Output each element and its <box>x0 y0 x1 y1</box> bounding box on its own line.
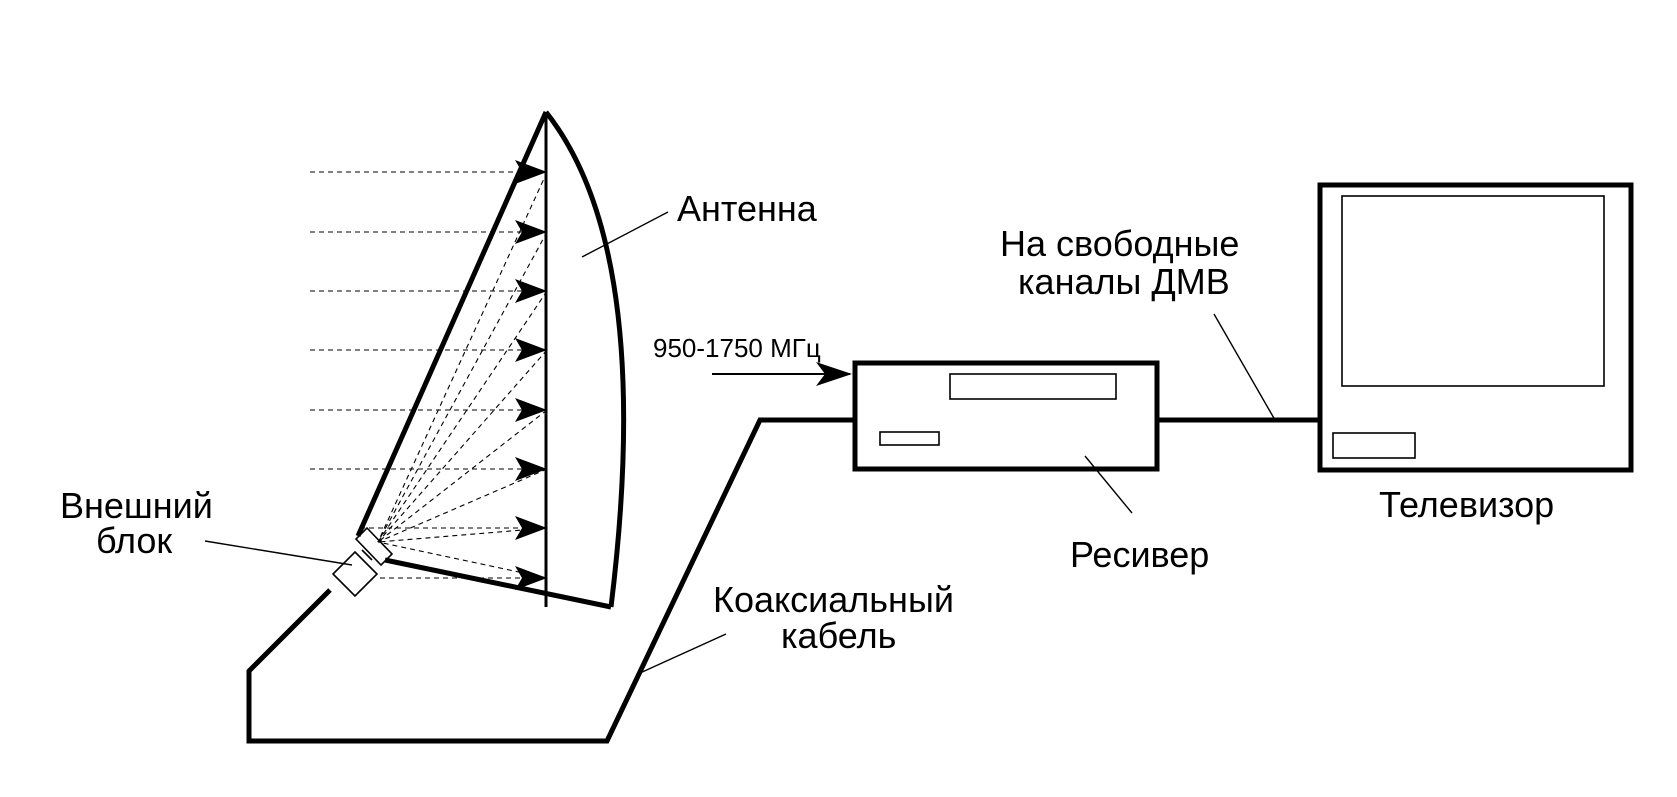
antenna-leader <box>581 211 669 258</box>
receiver-slot <box>879 431 940 446</box>
tv-screen <box>1341 195 1605 387</box>
ray-arrowhead <box>515 338 547 362</box>
ray-arrowhead <box>515 457 547 481</box>
feed-support-upper <box>355 110 549 538</box>
frequency-label: 950-1750 МГц <box>653 333 821 363</box>
receiver <box>852 360 1160 472</box>
ray-arrowhead <box>515 220 547 244</box>
uhf-leader <box>1213 313 1276 421</box>
receiver-label: Ресивер <box>1070 534 1209 575</box>
dish-reflector <box>544 110 627 608</box>
receiver-body <box>852 360 1160 472</box>
tv-label: Телевизор <box>1379 484 1554 525</box>
receiver-display <box>949 373 1117 400</box>
tv-body <box>1317 182 1634 473</box>
coax-label: Коаксиальный <box>713 579 954 620</box>
tv-control-panel <box>1332 432 1416 459</box>
outdoor-unit-lnb <box>331 526 394 598</box>
coax-label-line2: кабель <box>781 615 896 656</box>
uhf-label-line2: каналы ДМВ <box>1018 261 1230 302</box>
feed-support-lower <box>384 557 612 610</box>
reflected-rays <box>377 171 548 579</box>
ray-arrowhead <box>515 279 547 303</box>
outdoor-unit-leader <box>204 540 353 566</box>
ray-arrowhead <box>515 398 547 422</box>
lnb-body <box>331 550 379 598</box>
outdoor-unit-label: Внешний <box>60 485 213 526</box>
ray-arrowhead <box>515 516 547 540</box>
antenna-dish <box>355 110 627 610</box>
coaxial-cable <box>246 417 855 744</box>
ray-arrowheads <box>515 160 547 590</box>
receiver-leader <box>1084 455 1133 514</box>
lnb-feedhorn <box>354 526 394 567</box>
uhf-label: На свободные <box>1000 223 1239 264</box>
antenna-label: Антенна <box>677 188 818 229</box>
ray-arrowhead <box>515 566 547 590</box>
outdoor-unit-label-line2: блок <box>96 520 172 561</box>
coax-leader <box>639 633 727 674</box>
television <box>1317 182 1634 473</box>
